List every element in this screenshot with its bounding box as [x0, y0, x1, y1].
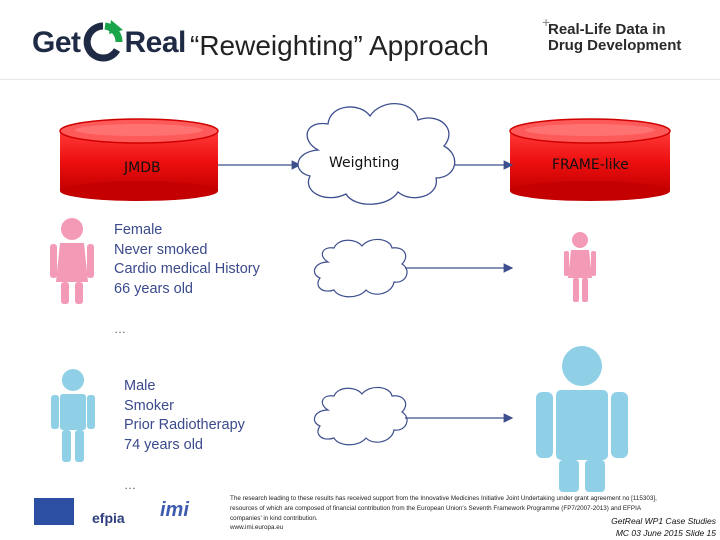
patient2-smoking: Smoker — [124, 397, 174, 414]
recycle-arrow-icon — [83, 20, 123, 62]
male-person-icon-weighted — [536, 346, 628, 492]
patient2-sex: Male — [124, 378, 156, 394]
male-person-icon — [51, 369, 95, 462]
patient2-age: 74 years old — [124, 436, 203, 453]
patient2-description: Male Smoker Prior Radiotherapy 74 years … — [124, 377, 245, 455]
real-life-data-logo: + Real-Life Data in Drug Development — [542, 14, 698, 54]
female-person-icon-weighted — [564, 232, 596, 302]
getreal-logo: Get Real — [32, 18, 186, 68]
patient1-smoking: Never smoked — [114, 241, 208, 258]
patient1-sex: Female — [114, 222, 163, 238]
rl-logo-line2: Drug Development — [548, 37, 682, 54]
eu-flag-logo — [34, 498, 74, 525]
patient2-history: Prior Radiotherapy — [124, 417, 245, 433]
female-person-icon — [50, 218, 94, 304]
header-divider — [0, 79, 720, 80]
page-title: “Reweighting” Approach — [190, 30, 489, 61]
patient1-history: Cardio medical History — [114, 261, 260, 277]
patient1-age: 66 years old — [114, 280, 193, 297]
imi-website-link[interactable]: www.imi.europa.eu — [230, 524, 284, 531]
left-database-label: JMDB — [124, 160, 161, 176]
patient2-weighting-cloud — [313, 386, 408, 446]
right-database-cylinder — [509, 118, 671, 201]
meeting-slide-label: MC 03 June 2015 Slide 15 — [615, 528, 716, 538]
plus-icon: + — [542, 14, 551, 30]
right-database-label: FRAME-like — [552, 157, 629, 173]
efpia-logo: efpia — [92, 510, 125, 526]
weighting-cloud-label: Weighting — [329, 155, 400, 171]
patient1-description: Female Never smoked Cardio medical Histo… — [114, 221, 260, 299]
patient2-more: … — [124, 478, 137, 492]
imi-logo: imi — [160, 499, 189, 521]
slide-footer: GetReal WP1 Case Studies MC 03 June 2015… — [560, 515, 716, 539]
funding-acknowledgement: The research leading to these results ha… — [230, 495, 657, 522]
logo-left-text: Get — [32, 26, 81, 59]
patient1-weighting-cloud — [313, 238, 408, 298]
patient1-more: … — [114, 322, 127, 336]
case-study-label: GetReal WP1 Case Studies — [611, 516, 716, 526]
weighting-cloud — [297, 103, 456, 205]
logo-right-text: Real — [124, 26, 187, 59]
rl-logo-line1: Real-Life Data in — [548, 21, 666, 38]
left-database-cylinder — [59, 118, 219, 201]
